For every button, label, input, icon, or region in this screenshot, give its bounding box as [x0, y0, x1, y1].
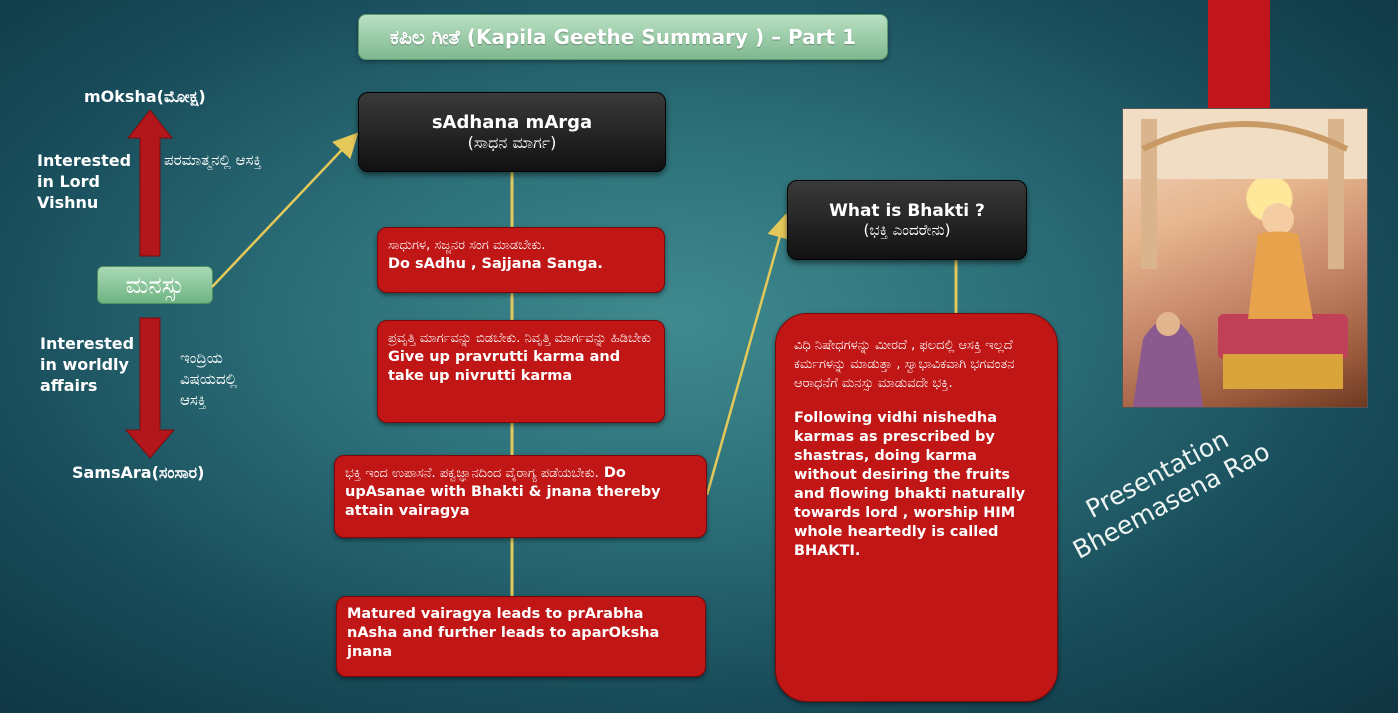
bhakti-en: What is Bhakti ?	[829, 201, 985, 221]
red-accent-strip	[1208, 0, 1270, 108]
what-is-bhakti-box: What is Bhakti ? (ಭಕ್ತಿ ಎಂದರೇನು)	[787, 180, 1027, 260]
bhakti-def-en: Following vidhi nishedha karmas as presc…	[794, 410, 1026, 559]
interested-in-vishnu: Interested in Lord Vishnu	[37, 151, 132, 212]
step-3-box: ಭಕ್ತಿ ಇಂದ ಉಪಾಸನೆ. ಪಕ್ವಜ್ಞಾನದಿಂದ ವೈರಾಗ್ಯ …	[334, 455, 707, 538]
step-4-box: Matured vairagya leads to prArabha nAsha…	[336, 596, 706, 677]
bhakti-def-kn: ವಿಧಿ ನಿಷೇಧಗಳನ್ನು ಮೀರದೆ , ಫಲದಲ್ಲಿ ಆಸಕ್ತಿ …	[794, 338, 1015, 391]
step-2-kn: ಪ್ರವೃತ್ತಿ ಮಾರ್ಗವನ್ನು ಬಿಡಬೇಕು. ನಿವೃತ್ತಿ ಮ…	[388, 331, 652, 346]
paramatma-label: ಪರಮಾತ್ಮನಲ್ಲಿ ಆಸಕ್ತಿ	[164, 151, 262, 169]
manassu-to-sadhana-line	[211, 132, 359, 288]
sadhana-kn: (ಸಾಧನ ಮಾರ್ಗ)	[467, 132, 557, 152]
step-4-en: Matured vairagya leads to prArabha nAsha…	[347, 606, 660, 660]
step-1-en: Do sAdhu , Sajjana Sanga.	[388, 256, 603, 272]
step-1-kn: ಸಾಧುಗಳ, ಸಜ್ಜನರ ಸಂಗ ಮಾಡಬೇಕು.	[388, 238, 546, 253]
painting-figures	[1123, 109, 1367, 407]
slide-title: ಕಪಿಲ ಗೀತೆ (Kapila Geethe Summary ) – Par…	[358, 14, 888, 60]
step-3-kn: ಭಕ್ತಿ ಇಂದ ಉಪಾಸನೆ. ಪಕ್ವಜ್ಞಾನದಿಂದ ವೈರಾಗ್ಯ …	[345, 466, 599, 481]
sadhana-en: sAdhana mArga	[431, 111, 593, 133]
down-arrow-icon	[124, 317, 176, 459]
bhakti-definition-box: ವಿಧಿ ನಿಷೇಧಗಳನ್ನು ಮೀರದೆ , ಫಲದಲ್ಲಿ ಆಸಕ್ತಿ …	[775, 313, 1058, 702]
samsara-label: SamsAra(ಸಂಸಾರ)	[72, 463, 205, 482]
indriya-label: ಇಂದ್ರಿಯ ವಿಷಯದಲ್ಲಿ ಆಸಕ್ತಿ	[180, 349, 237, 409]
bhakti-kn: (ಭಕ್ತಿ ಎಂದರೇನು)	[863, 221, 951, 239]
step3-to-bhakti-line	[705, 213, 792, 496]
step-2-en: Give up pravrutti karma and take up nivr…	[388, 349, 621, 384]
interested-in-worldly: Interested in worldly affairs	[40, 334, 135, 395]
step-3-en: Do upAsanae with Bhakti & jnana thereby …	[345, 465, 661, 519]
moksha-label: mOksha(ಮೋಕ್ಷ)	[84, 87, 206, 106]
vertical-arrows	[124, 109, 176, 459]
up-arrow-icon	[126, 109, 174, 257]
devotional-painting	[1122, 108, 1368, 408]
step-2-box: ಪ್ರವೃತ್ತಿ ಮಾರ್ಗವನ್ನು ಬಿಡಬೇಕು. ನಿವೃತ್ತಿ ಮ…	[377, 320, 665, 423]
sadhana-marga-box: sAdhana mArga (ಸಾಧನ ಮಾರ್ಗ)	[358, 92, 666, 172]
step-1-box: ಸಾಧುಗಳ, ಸಜ್ಜನರ ಸಂಗ ಮಾಡಬೇಕು. Do sAdhu , S…	[377, 227, 665, 293]
